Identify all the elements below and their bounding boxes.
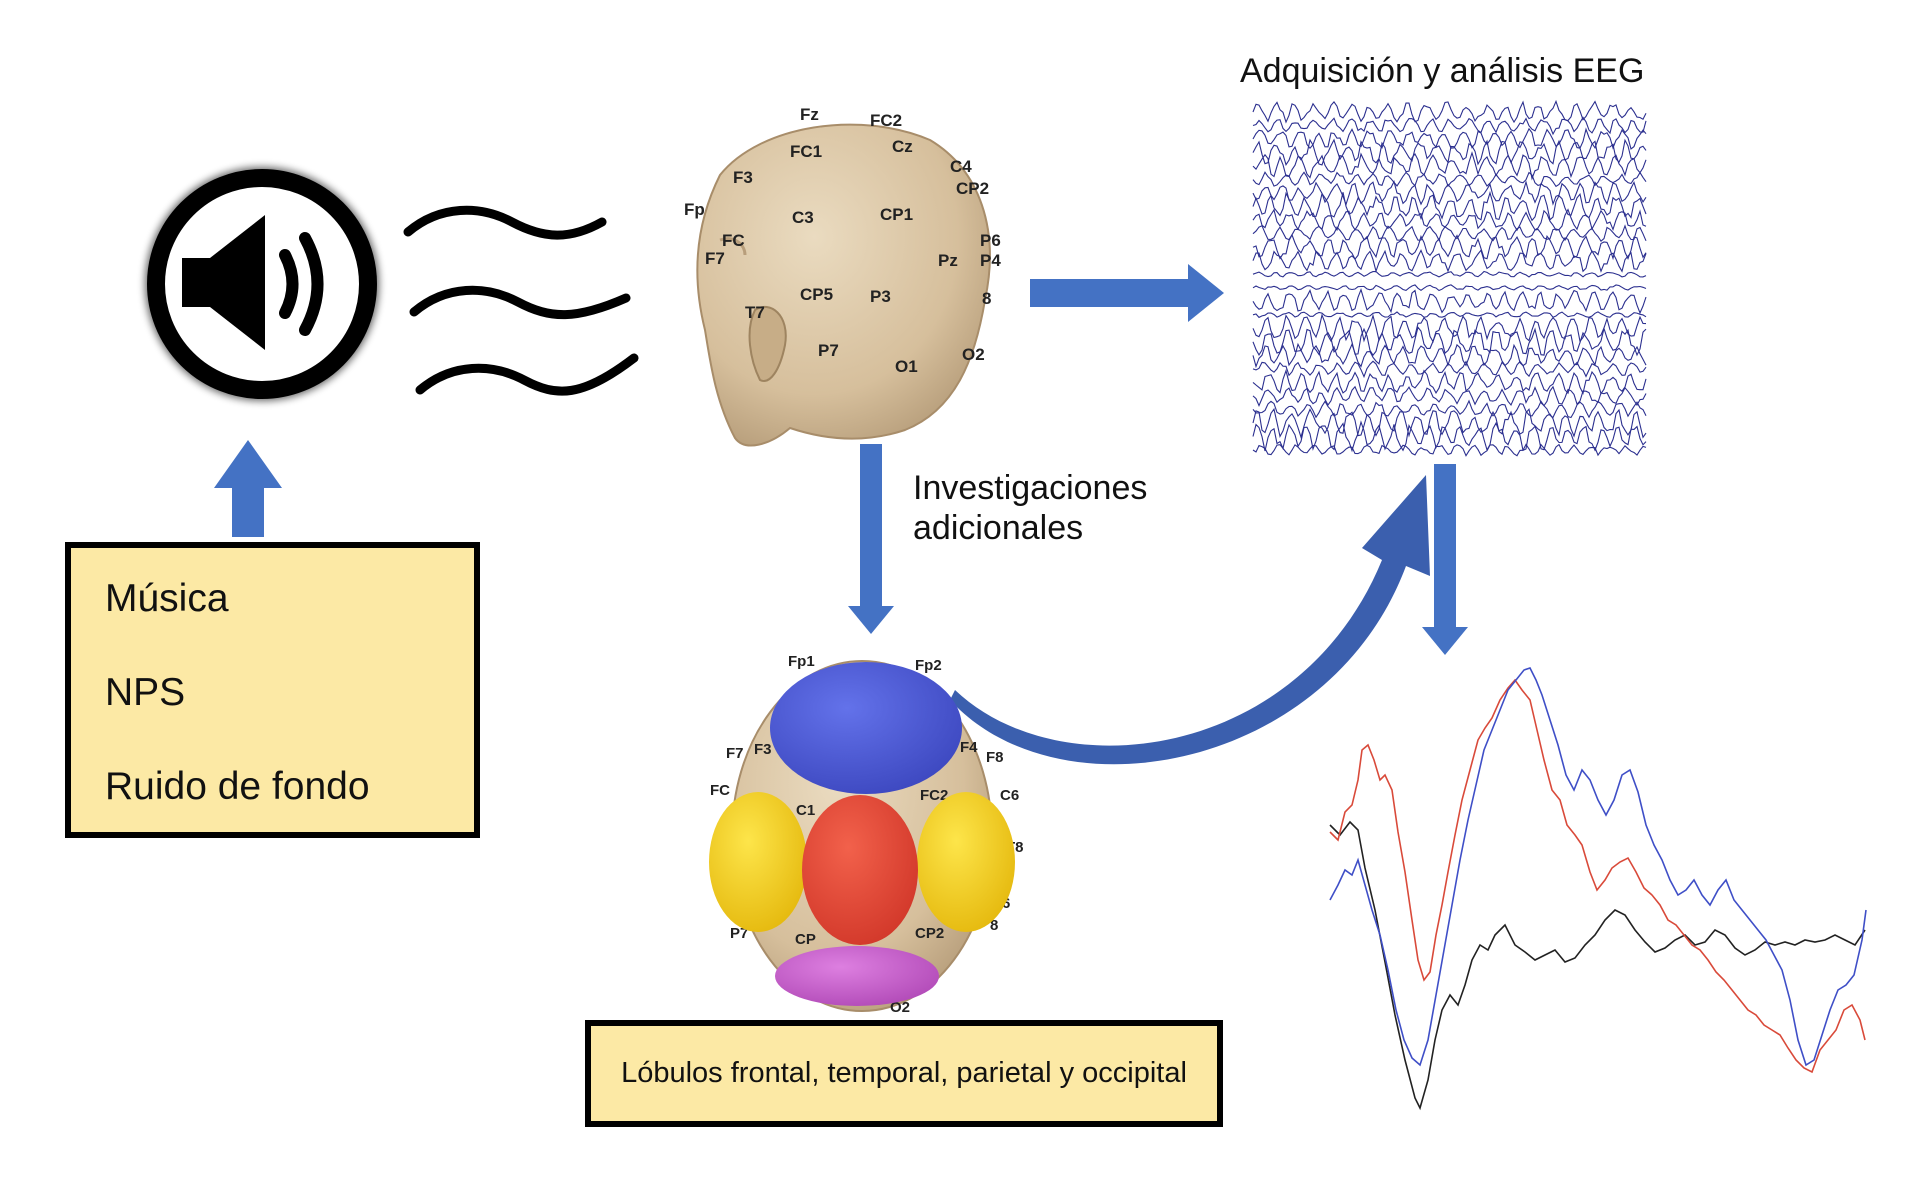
- stimuli-box: Música NPS Ruido de fondo: [65, 542, 480, 838]
- further-research-line1: Investigaciones: [913, 469, 1148, 507]
- stimulus-music: Música: [105, 577, 229, 620]
- lobes-box: Lóbulos frontal, temporal, parietal y oc…: [585, 1020, 1223, 1127]
- eeg-channel-trace: [1252, 138, 1647, 166]
- top-electrode-label-fc2: FC2: [920, 787, 948, 804]
- arrow-right: [1030, 264, 1224, 322]
- eeg-channel-trace: [1252, 288, 1647, 315]
- occipital-lobe: [775, 946, 939, 1006]
- eeg-channel-trace: [1252, 249, 1647, 273]
- eeg-channel-trace: [1252, 127, 1647, 150]
- eeg-title: Adquisición y análisis EEG: [1240, 52, 1645, 90]
- eeg-channel-trace: [1252, 180, 1647, 207]
- top-electrode-label-c1: C1: [796, 802, 815, 819]
- further-research-line2: adicionales: [913, 509, 1084, 547]
- eeg-channel-trace: [1252, 326, 1647, 357]
- electrode-label-fc1: FC1: [790, 142, 822, 161]
- further-research-label: Investigaciones adicionales: [913, 468, 1147, 548]
- electrode-label-t7: T7: [745, 303, 765, 322]
- erp-trace-red: [1329, 678, 1866, 1074]
- eeg-channel-trace: [1252, 99, 1647, 124]
- electrode-label-fc2: FC2: [870, 111, 902, 130]
- eeg-channel-trace: [1252, 171, 1647, 188]
- electrode-label-p6: P6: [980, 231, 1001, 250]
- curved-arrow-to-eeg: [950, 475, 1430, 765]
- eeg-channel-trace: [1252, 399, 1647, 419]
- top-electrode-label-f7: F7: [726, 745, 744, 762]
- electrode-label-pz: Pz: [938, 251, 958, 270]
- eeg-channel-trace: [1252, 311, 1647, 319]
- top-electrode-label-cp6: 6: [1002, 895, 1010, 912]
- top-electrode-label-cp1: CP: [795, 931, 816, 948]
- eeg-channel-trace: [1252, 407, 1647, 440]
- eeg-channel-trace: [1252, 284, 1647, 292]
- eeg-channel-trace: [1252, 385, 1647, 408]
- top-electrode-label-o2: O2: [890, 999, 910, 1016]
- speaker-icon: [145, 167, 379, 401]
- electrode-label-p4: P4: [980, 251, 1001, 270]
- temporal-lobe-right: [917, 792, 1015, 932]
- eeg-channel-trace: [1252, 443, 1647, 457]
- lobes-label: Lóbulos frontal, temporal, parietal y oc…: [621, 1057, 1187, 1089]
- top-electrode-label-fp2: Fp2: [915, 657, 942, 674]
- arrow-down-eeg: [1422, 464, 1468, 655]
- eeg-channel-trace: [1252, 224, 1647, 243]
- eeg-traces: [1252, 99, 1647, 457]
- erp-waveforms: [1329, 667, 1867, 1111]
- eeg-channel-trace: [1252, 342, 1647, 369]
- eeg-channel-trace: [1252, 420, 1647, 453]
- eeg-channel-trace: [1252, 151, 1647, 181]
- eeg-channel-trace: [1252, 270, 1647, 278]
- electrode-label-c4: C4: [950, 157, 972, 176]
- electrode-label-fz: Fz: [800, 105, 819, 124]
- eeg-channel-trace: [1252, 116, 1647, 136]
- top-electrode-label-cp2: CP2: [915, 925, 944, 942]
- eeg-channel-trace: [1252, 208, 1647, 232]
- electrode-label-cz: Cz: [892, 137, 913, 156]
- parietal-lobe: [802, 795, 918, 945]
- top-electrode-label-fp1: Fp1: [788, 653, 815, 670]
- top-electrode-label-p7: P7: [730, 925, 748, 942]
- eeg-channel-trace: [1252, 233, 1647, 261]
- electrode-label-cp5: CP5: [800, 285, 833, 304]
- erp-trace-black: [1329, 820, 1866, 1111]
- electrode-label-f7: F7: [705, 249, 725, 268]
- electrode-label-fp: Fp: [684, 200, 705, 219]
- stimulus-nps: NPS: [105, 671, 186, 714]
- top-electrode-label-fc6: C6: [1000, 787, 1019, 804]
- eeg-channel-trace: [1252, 313, 1647, 343]
- temporal-lobe-left: [709, 792, 807, 932]
- sound-waves-icon: [403, 205, 639, 396]
- eeg-channel-trace: [1252, 368, 1647, 395]
- electrode-label-o2: O2: [962, 345, 985, 364]
- arrow-up: [214, 440, 282, 537]
- top-electrode-label-f4: F4: [960, 739, 978, 756]
- electrode-label-c3: C3: [792, 208, 814, 227]
- stimulus-background-noise: Ruido de fondo: [105, 765, 370, 808]
- electrode-label-o1: O1: [895, 357, 918, 376]
- top-electrode-label-fc5: FC: [710, 782, 730, 799]
- frontal-lobe: [770, 662, 962, 794]
- eeg-channel-trace: [1252, 360, 1647, 379]
- electrode-label-cp2: CP2: [956, 179, 989, 198]
- erp-trace-blue: [1329, 667, 1867, 1067]
- electrode-label-f3: F3: [733, 168, 753, 187]
- top-electrode-label-f3: F3: [754, 741, 772, 758]
- arrow-down-head: [848, 444, 894, 634]
- electrode-label-p7: P7: [818, 341, 839, 360]
- electrode-label-cp1: CP1: [880, 205, 913, 224]
- electrode-label-fc: FC: [722, 231, 745, 250]
- top-electrode-label-p8: 8: [990, 917, 998, 934]
- electrode-label-p8: 8: [982, 289, 991, 308]
- eeg-channel-trace: [1252, 190, 1647, 222]
- electrode-label-p3: P3: [870, 287, 891, 306]
- top-electrode-label-f8: F8: [986, 749, 1004, 766]
